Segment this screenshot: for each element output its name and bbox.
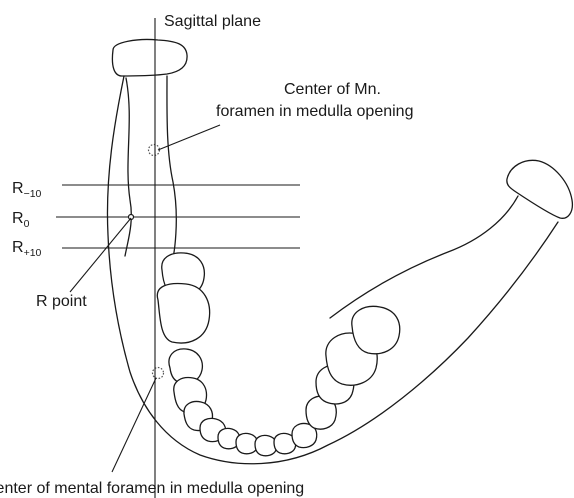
r0-label: R0 <box>12 210 30 230</box>
tooth <box>157 284 209 343</box>
r-point-leader <box>70 218 131 292</box>
mn-foramen-label-line1: Center of Mn. <box>284 81 381 98</box>
right-condyle <box>507 160 573 218</box>
tooth <box>255 435 277 455</box>
mental-foramen-leader <box>112 378 156 472</box>
mandibular-foramen-marker <box>149 145 160 156</box>
r-point-label: R point <box>36 293 87 310</box>
mental-foramen-label: Center of mental foramen in medulla open… <box>0 480 304 497</box>
r-minus10-label: R−10 <box>12 180 42 200</box>
mn-foramen-label-line2: foramen in medulla opening <box>216 103 413 120</box>
mandible-lingual-arch <box>330 196 518 318</box>
ramus-internal-line <box>125 78 131 256</box>
r-plus10-label: R+10 <box>12 239 42 259</box>
sagittal-plane-label: Sagittal plane <box>164 13 261 30</box>
left-condyle <box>112 39 187 76</box>
mental-foramen-marker <box>153 368 164 379</box>
tooth <box>352 306 400 353</box>
mandible-inner-contour <box>167 76 176 262</box>
